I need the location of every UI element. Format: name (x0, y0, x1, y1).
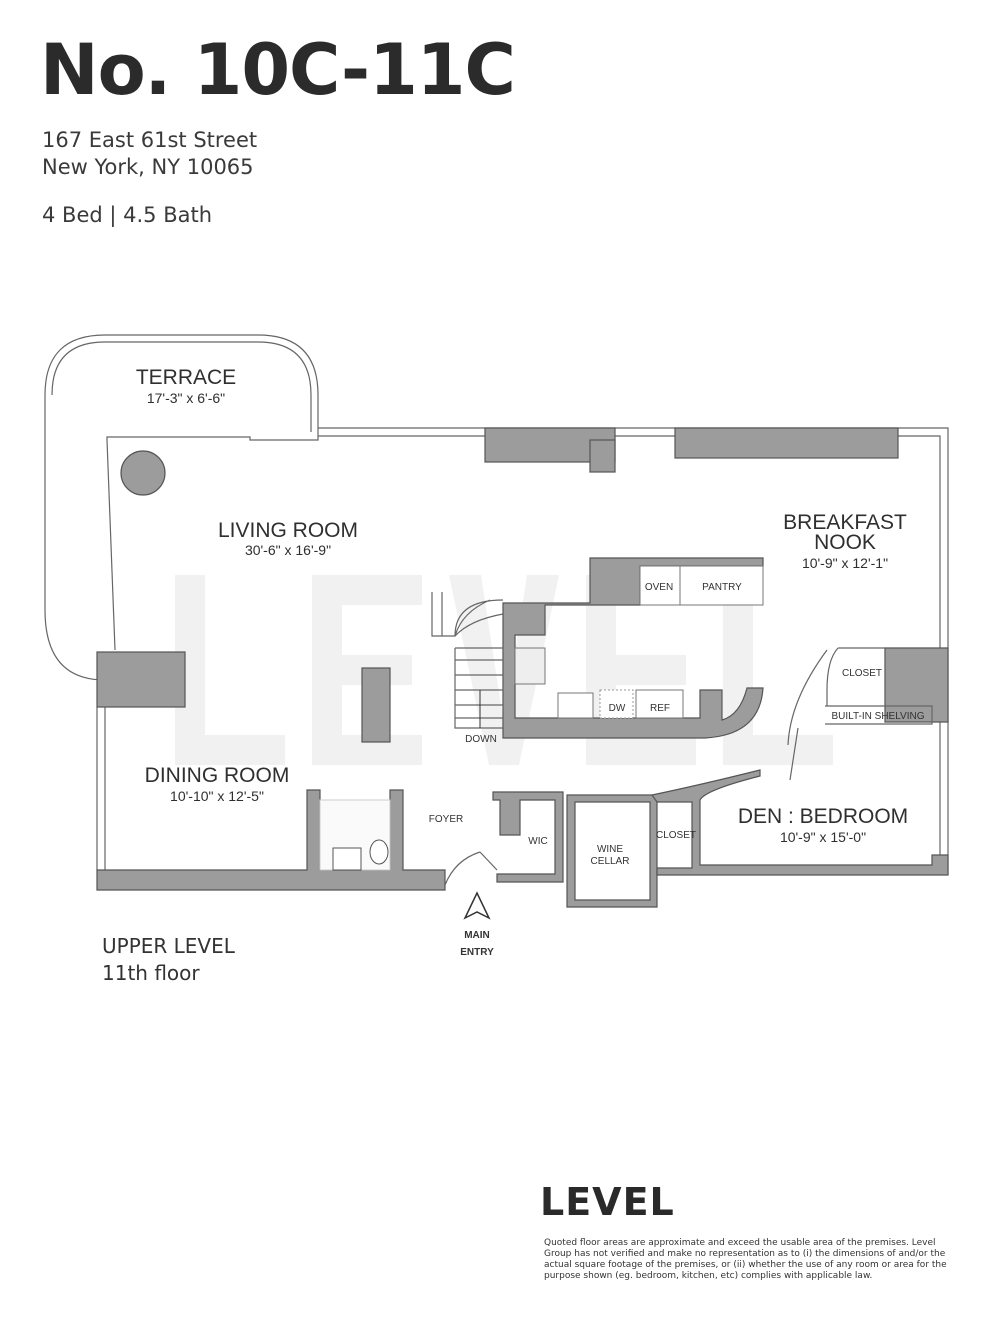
bottom-wall-left (96, 789, 446, 891)
dw-label: DW (609, 703, 626, 714)
den-label: DEN : BEDROOM (738, 805, 908, 828)
beds-baths: 4 Bed | 4.5 Bath (42, 203, 213, 227)
shelving-label: BUILT-IN SHELVING (832, 711, 925, 722)
cooktop-icon (514, 647, 546, 685)
address-line-1: 167 East 61st Street (42, 128, 258, 152)
main-entry-label-2: ENTRY (460, 947, 494, 958)
terrace-label: TERRACE (136, 366, 236, 389)
living-room-dims: 30'-6" x 16'-9" (245, 542, 331, 558)
terrace-railing (51, 341, 312, 432)
closet-shelving (825, 647, 933, 725)
terrace-outline (44, 334, 319, 681)
oven-label: OVEN (645, 582, 673, 593)
exterior-wall-left (96, 439, 116, 870)
column (96, 651, 186, 708)
terrace-dims: 17'-3" x 6'-6" (147, 390, 225, 406)
closet-label: CLOSET (842, 668, 882, 679)
dining-room-dims: 10'-10" x 12'-5" (170, 788, 264, 804)
listing-title: No. 10C-11C (40, 29, 516, 111)
address: 167 East 61st Street New York, NY 10065 (42, 127, 257, 181)
toilet-icon (369, 839, 389, 865)
dining-room-label: DINING ROOM (145, 764, 290, 787)
wic-walls (492, 791, 564, 883)
round-column (120, 450, 166, 496)
closet-label-2: CLOSET (656, 830, 696, 841)
pantry-label: PANTRY (702, 582, 742, 593)
disclaimer: Quoted floor areas are approximate and e… (544, 1238, 947, 1281)
wine-cellar-walls (566, 794, 658, 908)
down-label: DOWN (465, 734, 497, 745)
wine-cellar-label-1: WINE (597, 844, 623, 855)
sink-icon (332, 847, 362, 871)
level-info: UPPER LEVEL 11th floor (102, 933, 235, 987)
wine-cellar-label-2: CELLAR (591, 856, 630, 867)
breakfast-nook-dims: 10'-9" x 12'-1" (802, 555, 888, 571)
island (361, 667, 391, 743)
entry-arrow-icon (463, 891, 491, 920)
stairs (431, 592, 504, 729)
main-entry-label-1: MAIN (464, 930, 490, 941)
appliance-row (639, 565, 764, 606)
level-logo: LEVEL (540, 1180, 675, 1224)
kitchen-walls (502, 557, 764, 739)
ref-label: REF (650, 703, 670, 714)
door-swing (787, 649, 828, 781)
floor-number: 11th floor (102, 961, 200, 985)
wic-label: WIC (528, 836, 547, 847)
sink-icon (557, 692, 594, 719)
refrigerator (635, 689, 684, 719)
level-name: UPPER LEVEL (102, 934, 235, 958)
wall-block (589, 439, 616, 473)
foyer-label: FOYER (429, 814, 463, 825)
den-bottom-wall (650, 769, 949, 876)
breakfast-nook-label-2: NOOK (814, 531, 876, 554)
address-line-2: New York, NY 10065 (42, 155, 254, 179)
den-dims: 10'-9" x 15'-0" (780, 829, 866, 845)
living-room-label: LIVING ROOM (218, 519, 358, 542)
entry-door (444, 851, 498, 886)
dishwasher (599, 689, 634, 719)
wall-block (674, 427, 899, 459)
breakfast-nook-label-1: BREAKFAST (783, 511, 907, 534)
